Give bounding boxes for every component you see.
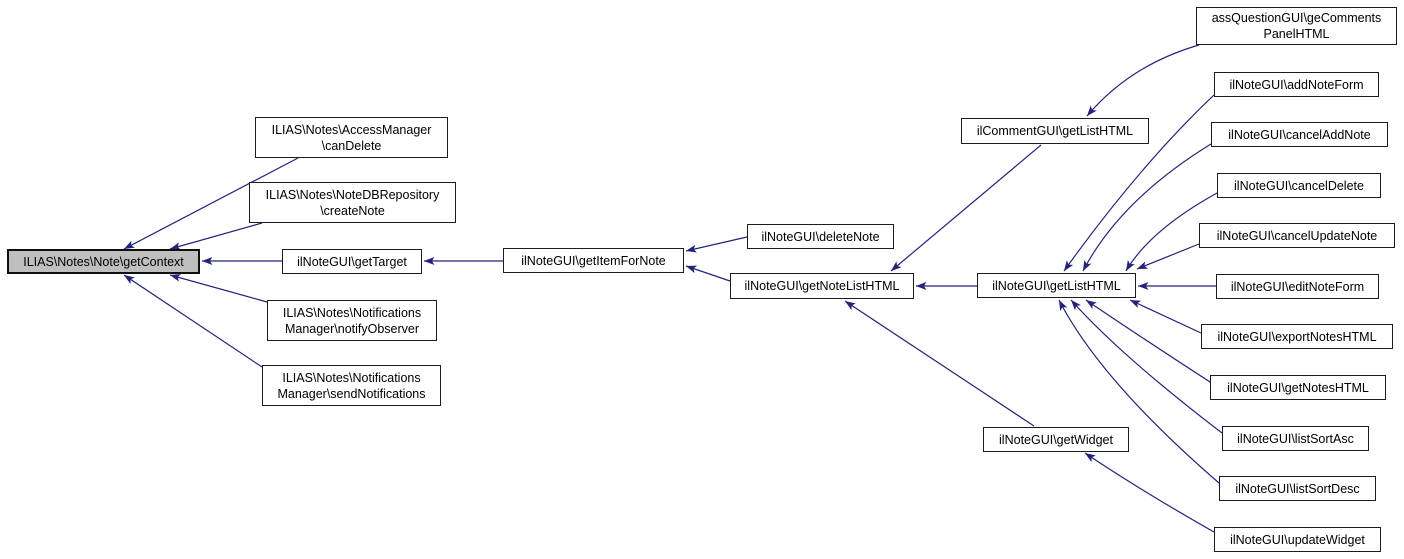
edge-updateWidget-to-getWidget <box>1084 452 1215 533</box>
edge-exportNotesHTML-to-getListHTML <box>1129 299 1202 334</box>
node-label-line: ilNoteGUI\listSortAsc <box>1237 431 1354 446</box>
edge-geCommentsPanelHTML-to-ilCommentGetListHTML <box>1086 44 1200 117</box>
edge-cancelUpdateNote-to-getListHTML <box>1136 243 1200 270</box>
node-label-line: ilNoteGUI\cancelUpdateNote <box>1216 228 1378 243</box>
edge-createNote-to-getContext <box>169 222 263 250</box>
node-label-line: Manager\sendNotifications <box>277 386 426 401</box>
node-label-line: \createNote <box>320 203 385 218</box>
node-label-line: \canDelete <box>321 138 382 153</box>
edge-ilCommentGetListHTML-to-getNoteListHTML <box>890 144 1042 272</box>
node-addNoteForm[interactable]: ilNoteGUI\addNoteForm <box>1214 72 1379 97</box>
edge-canDelete-to-getContext <box>123 157 299 250</box>
edge-cancelAddNote-to-getListHTML <box>1082 143 1212 272</box>
node-label-line: ilNoteGUI\getListHTML <box>992 278 1121 293</box>
node-label-line: ILIAS\Notes\Notifications <box>282 305 422 320</box>
node-label-line: ilNoteGUI\updateWidget <box>1230 532 1365 547</box>
node-getListHTML[interactable]: ilNoteGUI\getListHTML <box>977 273 1136 298</box>
edge-cancelDelete-to-getListHTML <box>1125 192 1218 272</box>
node-getNoteListHTML[interactable]: ilNoteGUI\getNoteListHTML <box>730 273 914 299</box>
node-label-line: ilNoteGUI\listSortDesc <box>1235 481 1360 496</box>
node-cancelDelete[interactable]: ilNoteGUI\cancelDelete <box>1217 173 1381 198</box>
node-listSortAsc[interactable]: ilNoteGUI\listSortAsc <box>1222 426 1369 451</box>
edge-getNotesHTML-to-getListHTML <box>1085 299 1211 383</box>
edge-addNoteForm-to-getListHTML <box>1063 94 1215 272</box>
node-label-line: ilNoteGUI\getNotesHTML <box>1227 380 1369 395</box>
node-cancelUpdateNote[interactable]: ilNoteGUI\cancelUpdateNote <box>1199 223 1395 248</box>
node-listSortDesc[interactable]: ilNoteGUI\listSortDesc <box>1219 476 1376 501</box>
node-label-line: ilNoteGUI\exportNotesHTML <box>1217 329 1377 344</box>
edge-getWidget-to-getNoteListHTML <box>844 300 1035 427</box>
edge-deleteNote-to-getItemForNote <box>685 236 748 253</box>
node-label-line: ILIAS\Notes\AccessManager <box>271 122 432 137</box>
node-label-line: ilNoteGUI\deleteNote <box>761 229 880 244</box>
node-deleteNote[interactable]: ilNoteGUI\deleteNote <box>747 224 894 249</box>
edge-sendNotifications-to-getContext <box>123 274 263 368</box>
node-label-line: assQuestionGUI\geComments <box>1211 11 1382 25</box>
edge-getNoteListHTML-to-getItemForNote <box>685 265 731 282</box>
node-getItemForNote[interactable]: ilNoteGUI\getItemForNote <box>503 248 684 273</box>
node-label-line: ilNoteGUI\cancelAddNote <box>1228 127 1371 142</box>
edge-listSortDesc-to-getListHTML <box>1058 299 1220 484</box>
node-label-line: ILIAS\Notes\NoteDBRepository <box>265 187 440 202</box>
node-label-line: ilNoteGUI\editNoteForm <box>1230 279 1365 294</box>
node-label-line: ILIAS\Notes\Notifications <box>282 370 421 385</box>
node-canDelete[interactable]: ILIAS\Notes\AccessManager\canDelete <box>255 117 448 158</box>
node-updateWidget[interactable]: ilNoteGUI\updateWidget <box>1214 527 1381 552</box>
node-label-line: ilNoteGUI\getItemForNote <box>521 253 666 268</box>
node-createNote[interactable]: ILIAS\Notes\NoteDBRepository\createNote <box>249 182 456 223</box>
node-label-line: Manager\notifyObserver <box>284 321 420 336</box>
node-getTarget[interactable]: ilNoteGUI\getTarget <box>282 249 422 274</box>
node-exportNotesHTML[interactable]: ilNoteGUI\exportNotesHTML <box>1201 324 1393 349</box>
node-label-line: PanelHTML <box>1263 27 1330 41</box>
node-label-line: ilNoteGUI\getWidget <box>999 432 1113 447</box>
node-label-line: ilNoteGUI\getTarget <box>297 254 407 269</box>
node-getWidget[interactable]: ilNoteGUI\getWidget <box>983 427 1129 452</box>
node-cancelAddNote[interactable]: ilNoteGUI\cancelAddNote <box>1211 122 1388 147</box>
node-getNotesHTML[interactable]: ilNoteGUI\getNotesHTML <box>1210 375 1386 400</box>
node-getContext: ILIAS\Notes\Note\getContext <box>7 249 200 274</box>
node-label-line: ilCommentGUI\getListHTML <box>976 124 1134 138</box>
edge-notifyObserver-to-getContext <box>169 273 268 303</box>
node-label-line: ilNoteGUI\addNoteForm <box>1229 77 1364 92</box>
node-ilCommentGetListHTML[interactable]: ilCommentGUI\getListHTML <box>961 118 1149 144</box>
edge-listSortAsc-to-getListHTML <box>1070 299 1223 434</box>
node-label-line: ilNoteGUI\getNoteListHTML <box>744 279 900 293</box>
node-label-line: ILIAS\Notes\Note\getContext <box>23 254 184 269</box>
node-editNoteForm[interactable]: ilNoteGUI\editNoteForm <box>1216 274 1379 299</box>
node-label-line: ilNoteGUI\cancelDelete <box>1234 178 1364 193</box>
